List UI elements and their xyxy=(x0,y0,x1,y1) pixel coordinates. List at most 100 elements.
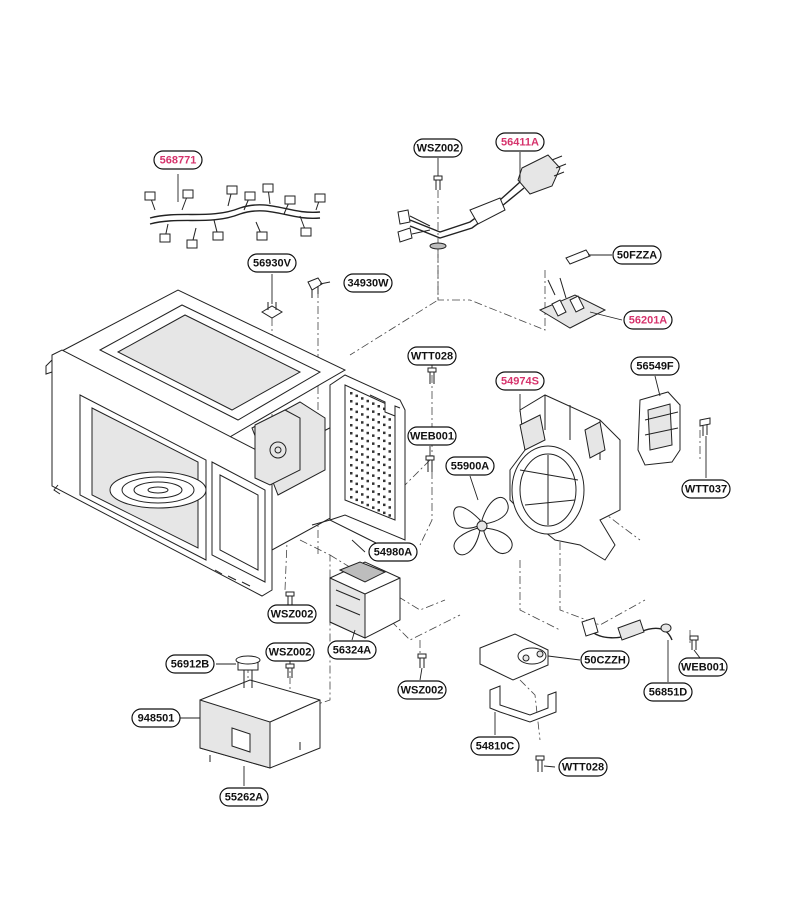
part-label-bubble xyxy=(623,310,673,330)
capacitor-bracket-part xyxy=(489,685,557,723)
part-label-bubble xyxy=(267,604,317,624)
vent-hole xyxy=(355,482,358,486)
part-label-56930v: 56930V xyxy=(247,253,297,273)
part-label-bubble xyxy=(470,736,520,756)
vent-hole xyxy=(383,463,386,467)
part-label-54810c: 54810C xyxy=(470,736,520,756)
part-label-text: WSZ002 xyxy=(269,647,312,659)
vent-hole xyxy=(383,471,386,475)
vent-hole xyxy=(383,423,386,427)
part-label-wtt028: WTT028 xyxy=(407,346,457,366)
vent-hole xyxy=(361,501,364,504)
part-label-text: WSZ002 xyxy=(271,609,314,621)
vent-hole xyxy=(361,429,364,432)
part-label-text: 55900A xyxy=(451,461,490,473)
part-label-text: WTT028 xyxy=(562,762,604,774)
vent-hole xyxy=(388,418,391,421)
vent-hole xyxy=(388,450,391,453)
vent-hole xyxy=(388,426,391,429)
power-cord-part xyxy=(397,154,567,250)
vent-hole xyxy=(388,466,391,469)
part-label-56201a: 56201A xyxy=(623,310,673,330)
vent-hole xyxy=(350,456,353,459)
part-label-web001: WEB001 xyxy=(678,657,728,677)
vent-hole xyxy=(383,495,386,499)
part-label-text: 56201A xyxy=(629,315,668,327)
part-label-bubble xyxy=(407,346,457,366)
vent-hole xyxy=(366,479,369,483)
part-label-bubble xyxy=(219,787,269,807)
part-label-54974s: 54974S xyxy=(495,371,545,391)
thermostat-part xyxy=(307,277,323,298)
switch-holder-part xyxy=(254,302,301,486)
screw-wtt028-lower xyxy=(535,755,545,772)
vent-hole xyxy=(372,442,375,445)
vent-hole xyxy=(388,442,391,445)
vent-hole xyxy=(377,493,380,496)
part-label-bubble xyxy=(397,680,447,700)
transformer-part xyxy=(329,561,401,639)
vent-hole xyxy=(388,474,391,477)
part-label-bubble xyxy=(558,757,608,777)
part-label-bubble xyxy=(407,426,457,446)
screw-wsz002-right xyxy=(417,653,427,668)
harness-connector xyxy=(226,185,238,195)
screw-web001-lower xyxy=(689,635,699,650)
vent-hole xyxy=(355,474,358,478)
part-label-34930w: 34930W xyxy=(343,273,393,293)
vent-hole xyxy=(350,440,353,443)
part-label-text: 568771 xyxy=(160,155,197,167)
vent-hole xyxy=(377,445,380,448)
part-label-wsz002: WSZ002 xyxy=(397,680,447,700)
harness-connector xyxy=(182,189,194,199)
vent-hole xyxy=(355,394,358,398)
part-label-948501: 948501 xyxy=(131,708,181,728)
part-label-bubble xyxy=(612,245,662,265)
vent-hole xyxy=(388,506,391,509)
part-label-56851d: 56851D xyxy=(643,682,693,702)
switch-bracket-part xyxy=(637,391,681,466)
vent-hole xyxy=(361,437,364,440)
part-label-56912b: 56912B xyxy=(165,654,215,674)
vent-hole xyxy=(361,469,364,472)
vent-hole xyxy=(366,415,369,419)
vent-hole xyxy=(350,392,353,395)
vent-hole xyxy=(361,485,364,488)
screw-wtt037 xyxy=(699,417,711,436)
vent-hole xyxy=(350,424,353,427)
vent-hole xyxy=(350,416,353,419)
vent-hole xyxy=(361,405,364,408)
part-label-text: 34930W xyxy=(348,278,390,290)
vent-hole xyxy=(377,453,380,456)
noise-filter-part xyxy=(538,277,607,329)
vent-hole xyxy=(377,413,380,416)
vent-hole xyxy=(350,480,353,483)
vent-hole xyxy=(377,469,380,472)
diode-part xyxy=(581,617,673,641)
wire-harness-part xyxy=(144,183,326,249)
vent-hole xyxy=(350,464,353,467)
vent-hole xyxy=(372,426,375,429)
leader-lines xyxy=(177,152,707,786)
part-label-text: 50CZZH xyxy=(584,655,626,667)
vent-hole xyxy=(355,434,358,438)
vent-hole xyxy=(372,434,375,437)
vent-hole xyxy=(383,431,386,435)
part-label-text: WSZ002 xyxy=(401,685,444,697)
vent-hole xyxy=(361,461,364,464)
part-label-bubble xyxy=(247,253,297,273)
part-label-568771: 568771 xyxy=(153,150,203,170)
magnetron-assembly xyxy=(199,655,321,769)
vent-hole xyxy=(377,477,380,480)
vent-hole xyxy=(372,458,375,461)
vent-hole xyxy=(383,455,386,459)
fan-blade-part xyxy=(453,496,513,556)
part-label-text: WEB001 xyxy=(410,431,454,443)
part-label-text: WSZ002 xyxy=(417,143,460,155)
harness-connector xyxy=(314,193,326,203)
part-label-bubble xyxy=(343,273,393,293)
part-label-bubble xyxy=(445,456,495,476)
part-label-text: 56930V xyxy=(253,258,292,270)
part-label-text: 56324A xyxy=(333,645,372,657)
